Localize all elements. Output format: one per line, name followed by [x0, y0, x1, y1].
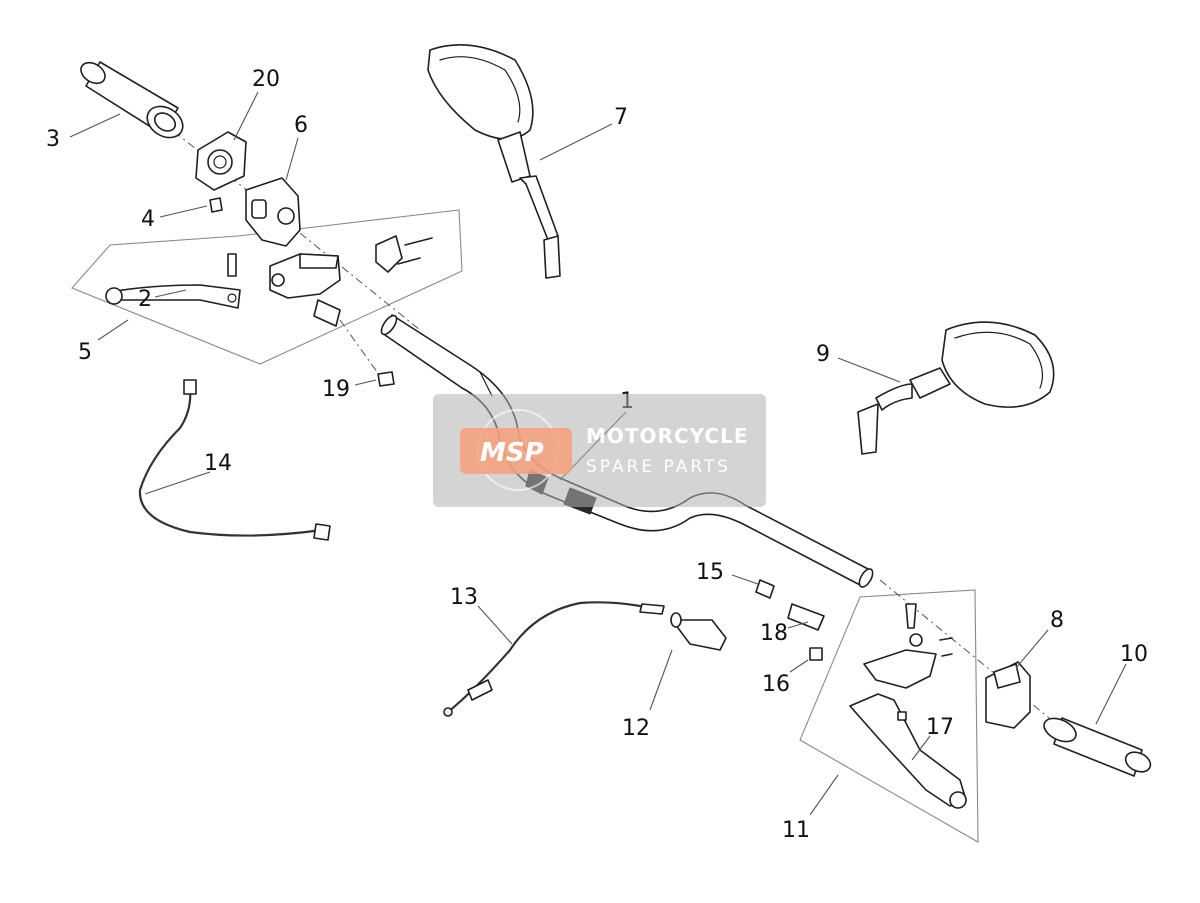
part-bolt-19 [377, 371, 395, 387]
callout-9: 9 [816, 342, 830, 367]
watermark-line1: MOTORCYCLE [586, 424, 748, 448]
axis-19 [339, 319, 381, 377]
watermark: MSP MOTORCYCLE SPARE PARTS [433, 394, 766, 507]
assembly-box-5 [71, 209, 463, 365]
callout-19: 19 [322, 377, 350, 402]
callout-11: 11 [782, 818, 810, 843]
callout-13: 13 [450, 585, 478, 610]
part-nut-16 [809, 647, 823, 661]
part-pin-18 [787, 603, 825, 631]
part-clutch-switch [670, 612, 727, 651]
part-bolt-15 [755, 579, 775, 599]
part-left-switch-housing [245, 177, 301, 247]
callout-12: 12 [622, 716, 650, 741]
callout-3: 3 [46, 127, 60, 152]
callout-18: 18 [760, 621, 788, 646]
part-left-mirror [427, 44, 561, 279]
part-clutch-lever [849, 693, 967, 809]
callout-8: 8 [1050, 608, 1064, 633]
part-right-mirror [857, 321, 1055, 455]
callout-2: 2 [138, 287, 152, 312]
callout-15: 15 [696, 560, 724, 585]
callout-5: 5 [78, 340, 92, 365]
callout-7: 7 [614, 105, 628, 130]
part-master-cylinder [227, 253, 341, 327]
watermark-line2: SPARE PARTS [586, 457, 731, 477]
callout-6: 6 [294, 113, 308, 138]
part-brake-lever [105, 284, 241, 309]
watermark-logo-text: MSP [480, 438, 544, 468]
watermark-logo [460, 428, 572, 474]
part-cable-14 [138, 379, 331, 541]
part-left-grip [80, 61, 184, 139]
part-clutch-bracket [863, 603, 953, 689]
part-cable-13 [443, 601, 665, 717]
part-small-screw-4 [209, 197, 223, 213]
part-mirror-clamp-left [375, 235, 433, 273]
part-right-switch-housing [985, 661, 1031, 729]
assembly-box-11 [799, 589, 979, 843]
callout-10: 10 [1120, 642, 1148, 667]
part-right-grip [1043, 717, 1152, 777]
callout-labels: 1 2 3 4 5 6 7 8 9 10 11 12 13 14 15 16 1… [46, 67, 1148, 843]
callout-20: 20 [252, 67, 280, 92]
part-throttle-housing [195, 131, 247, 191]
callout-4: 4 [141, 207, 155, 232]
callout-14: 14 [204, 451, 232, 476]
callout-17: 17 [926, 715, 954, 740]
callout-16: 16 [762, 672, 790, 697]
